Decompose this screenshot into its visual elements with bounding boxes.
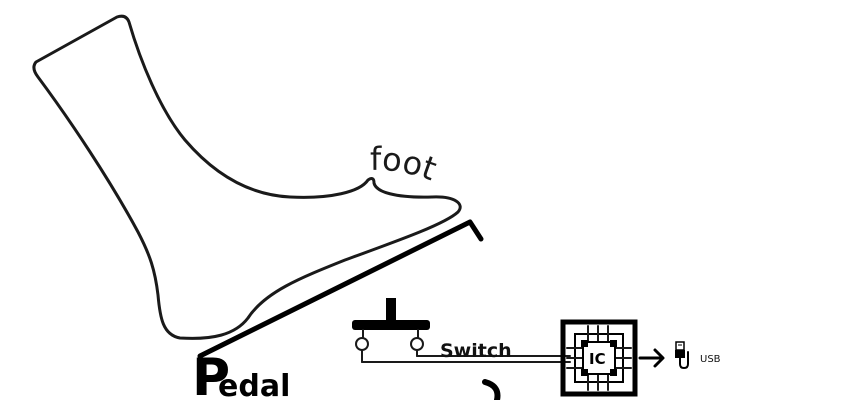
svg-text:edal: edal (218, 369, 290, 400)
usb-label: USB (700, 354, 721, 365)
ic-label: IC (589, 350, 606, 368)
svg-text:foot: foot (370, 140, 442, 188)
foot-label: foot (370, 140, 442, 188)
cable-curve (482, 379, 501, 400)
foot-outline (32, 14, 462, 340)
switch-contacts (355, 329, 571, 363)
switch-plunger (352, 298, 430, 330)
pedal-label: P edal (192, 348, 290, 400)
svg-text:P: P (192, 348, 230, 400)
right-arrow-icon (638, 348, 665, 368)
usb-plug-icon (675, 341, 689, 370)
pedal-board (197, 219, 484, 359)
switch-label: Switch (440, 340, 512, 362)
ic-chip-icon (560, 319, 638, 397)
